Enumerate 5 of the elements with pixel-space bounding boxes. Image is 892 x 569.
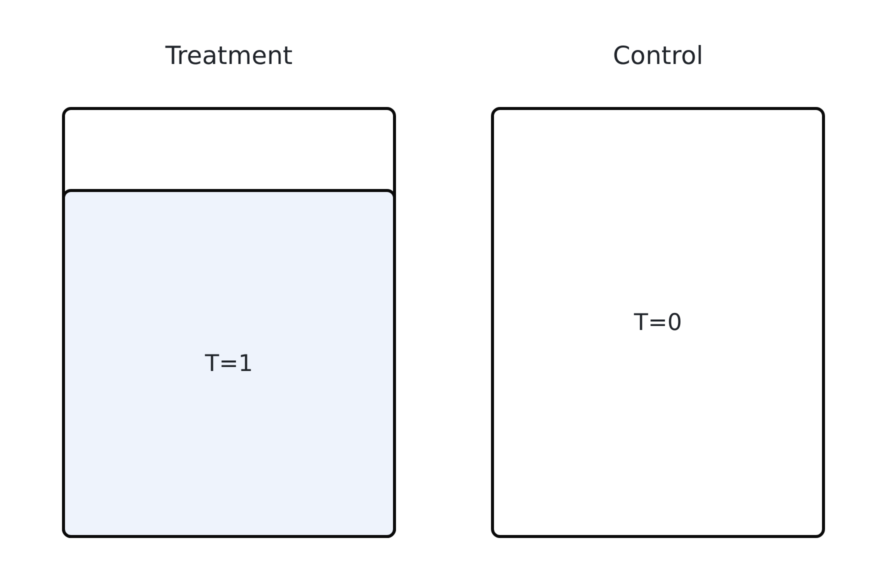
- group-heading: Treatment: [165, 41, 293, 71]
- box-label: T=0: [634, 308, 682, 336]
- subgroup-box: [62, 189, 396, 538]
- group-heading: Control: [612, 41, 704, 71]
- box-label: T=1: [205, 350, 253, 378]
